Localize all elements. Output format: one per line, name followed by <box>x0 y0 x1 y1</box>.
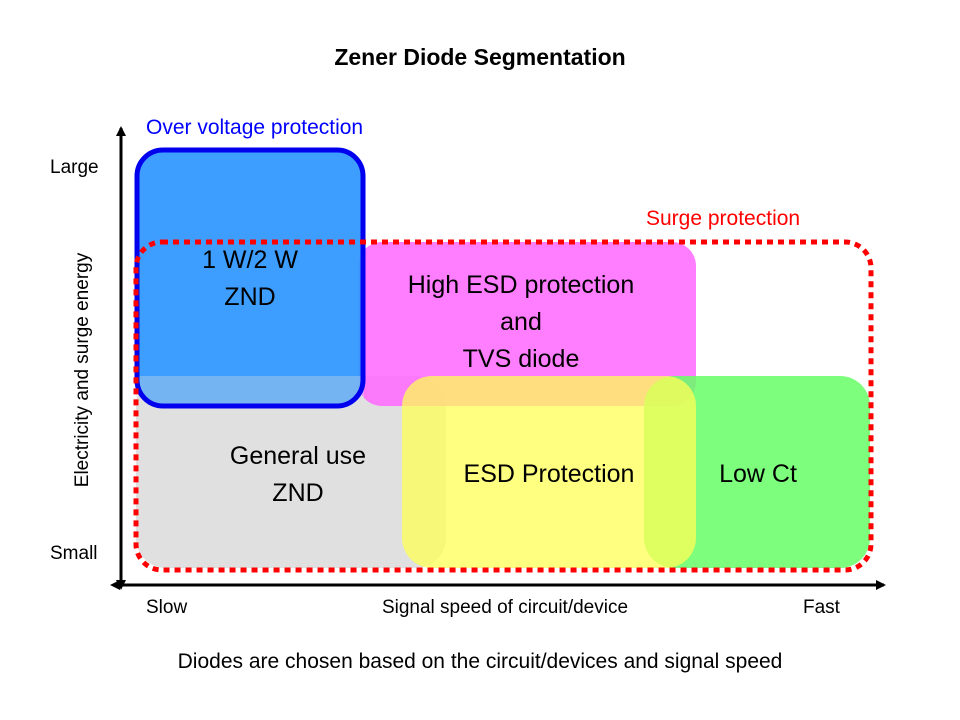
region-low-ct-text: Low Ct <box>719 460 797 488</box>
y-axis-title: Electricity and surge energy <box>72 252 93 488</box>
region-general-line2: ZND <box>272 479 324 507</box>
region-1w-2w-text: 1 W/2 W ZND <box>136 242 364 316</box>
region-1w-2w-overlap <box>136 376 364 406</box>
region-high-esd-line2: and <box>500 308 542 336</box>
region-general-use <box>136 376 446 568</box>
x-axis-left-label: Slow <box>146 597 188 618</box>
region-general-text: General use ZND <box>186 438 410 512</box>
region-high-esd-text: High ESD protection and TVS diode <box>358 267 684 378</box>
x-axis-title: Signal speed of circuit/device <box>381 597 629 618</box>
region-low-ct <box>644 376 870 568</box>
region-esd-text: ESD Protection <box>463 460 635 488</box>
x-axis-right-label: Fast <box>803 597 840 618</box>
over-voltage-protection-label: Over voltage protection <box>146 116 364 139</box>
caption: Diodes are chosen based on the circuit/d… <box>177 650 783 673</box>
diagram-title: Zener Diode Segmentation <box>334 44 626 70</box>
region-esd-protection <box>402 376 696 568</box>
y-axis-bottom-label: Small <box>50 543 98 564</box>
region-1w-2w-znd <box>136 150 364 406</box>
region-1w-2w-line1: 1 W/2 W <box>202 246 298 274</box>
region-general-line1: General use <box>229 442 367 470</box>
region-1w-2w-line2: ZND <box>224 283 276 311</box>
region-high-esd-line3: TVS diode <box>462 345 580 373</box>
surge-protection-label: Surge protection <box>646 207 801 230</box>
region-high-esd-line1: High ESD protection <box>407 271 635 299</box>
y-axis-top-label: Large <box>50 157 99 178</box>
surge-protection-border <box>133 239 874 573</box>
region-high-esd-tvs <box>358 242 696 406</box>
